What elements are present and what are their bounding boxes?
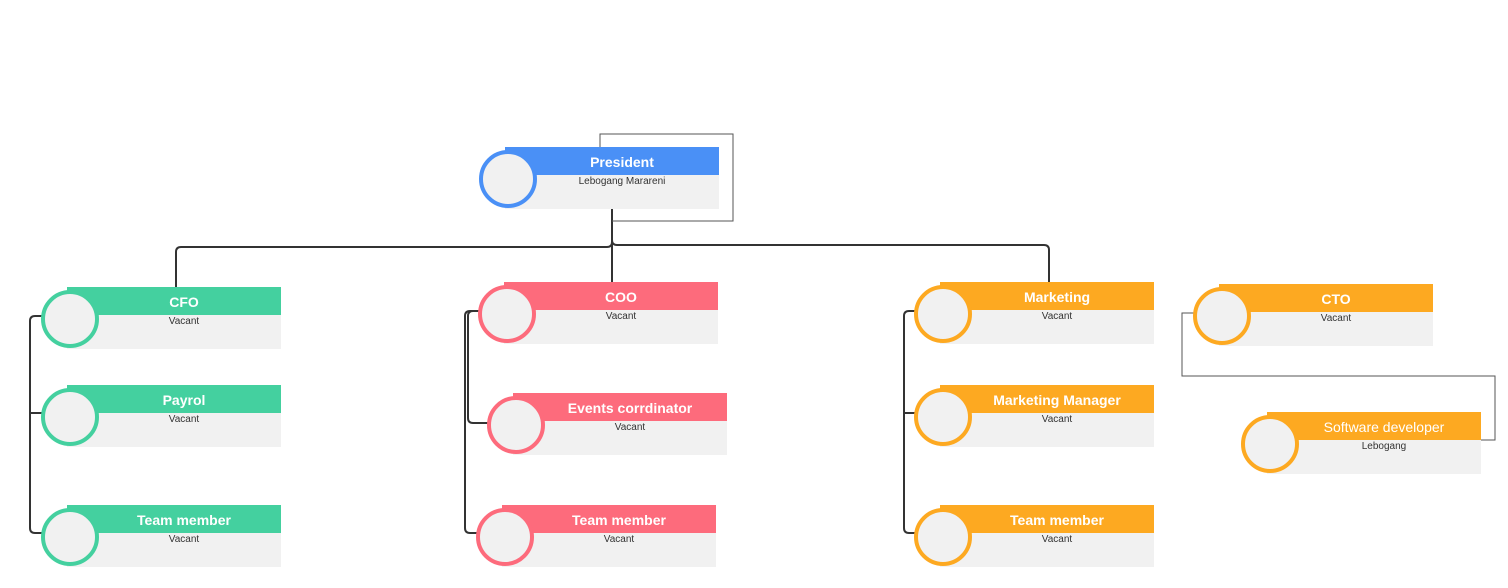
cto-title: CTO: [1219, 284, 1433, 312]
connector-cfo-team: [29, 315, 44, 534]
software-developer-name: Lebogang: [1267, 440, 1481, 474]
node-president[interactable]: President Lebogang Marareni: [479, 147, 719, 209]
connector-coo-team: [464, 310, 481, 534]
connector-cto-software: [1181, 312, 1496, 441]
marketing-manager-avatar: [914, 388, 972, 446]
coo-team-member-avatar: [476, 508, 534, 566]
marketing-avatar: [914, 285, 972, 343]
connector-marketing-team: [903, 310, 917, 534]
marketing-title: Marketing: [940, 282, 1154, 310]
payrol-title: Payrol: [67, 385, 281, 413]
events-coordinator-name: Vacant: [513, 421, 727, 455]
coo-name: Vacant: [504, 310, 718, 344]
cfo-team-member-avatar: [41, 508, 99, 566]
node-cfo[interactable]: CFO Vacant: [41, 287, 281, 349]
software-developer-avatar: [1241, 415, 1299, 473]
node-cfo-team-member[interactable]: Team member Vacant: [41, 505, 281, 567]
node-marketing-team-member[interactable]: Team member Vacant: [914, 505, 1154, 567]
cto-name: Vacant: [1219, 312, 1433, 346]
cfo-team-member-name: Vacant: [67, 533, 281, 567]
marketing-team-member-name: Vacant: [940, 533, 1154, 567]
node-software-developer[interactable]: Software developer Lebogang: [1241, 412, 1481, 474]
marketing-team-member-avatar: [914, 508, 972, 566]
node-cto[interactable]: CTO Vacant: [1193, 284, 1433, 346]
marketing-manager-name: Vacant: [940, 413, 1154, 447]
cfo-name: Vacant: [67, 315, 281, 349]
cto-avatar: [1193, 287, 1251, 345]
connector-president-marketing: [611, 208, 1050, 283]
coo-avatar: [478, 285, 536, 343]
president-name: Lebogang Marareni: [505, 175, 719, 209]
node-events-coordinator[interactable]: Events corrdinator Vacant: [487, 393, 727, 455]
marketing-team-member-title: Team member: [940, 505, 1154, 533]
events-coordinator-avatar: [487, 396, 545, 454]
node-marketing[interactable]: Marketing Vacant: [914, 282, 1154, 344]
cfo-avatar: [41, 290, 99, 348]
coo-team-member-name: Vacant: [502, 533, 716, 567]
node-marketing-manager[interactable]: Marketing Manager Vacant: [914, 385, 1154, 447]
cfo-title: CFO: [67, 287, 281, 315]
connector-coo-events: [467, 310, 490, 424]
payrol-avatar: [41, 388, 99, 446]
president-title: President: [505, 147, 719, 175]
president-avatar: [479, 150, 537, 208]
connector-president-cfo: [175, 208, 613, 287]
node-payrol[interactable]: Payrol Vacant: [41, 385, 281, 447]
marketing-manager-title: Marketing Manager: [940, 385, 1154, 413]
node-coo[interactable]: COO Vacant: [478, 282, 718, 344]
cfo-team-member-title: Team member: [67, 505, 281, 533]
events-coordinator-title: Events corrdinator: [513, 393, 727, 421]
coo-title: COO: [504, 282, 718, 310]
node-coo-team-member[interactable]: Team member Vacant: [476, 505, 716, 567]
software-developer-title: Software developer: [1267, 412, 1481, 440]
payrol-name: Vacant: [67, 413, 281, 447]
coo-team-member-title: Team member: [502, 505, 716, 533]
marketing-name: Vacant: [940, 310, 1154, 344]
